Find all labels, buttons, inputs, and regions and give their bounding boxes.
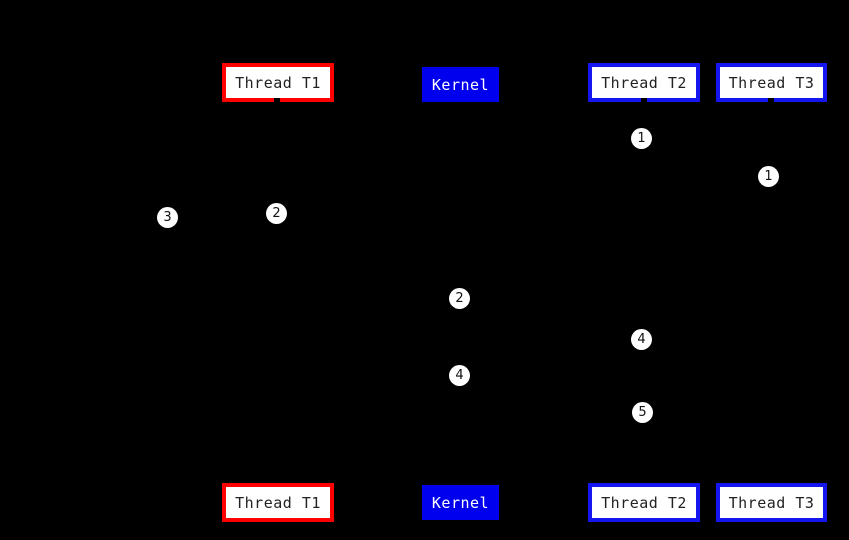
lifeline-label: Thread T2 bbox=[601, 493, 687, 512]
step-marker-value: 3 bbox=[163, 210, 172, 225]
step-marker-3-left: 3 bbox=[157, 207, 178, 228]
step-marker-value: 5 bbox=[638, 405, 647, 420]
step-marker-4-kernel: 4 bbox=[449, 365, 470, 386]
step-marker-2-thread-t1: 2 bbox=[266, 203, 287, 224]
lifeline-foot-thread-t2: Thread T2 bbox=[588, 483, 700, 522]
step-marker-value: 4 bbox=[637, 332, 646, 347]
lifeline-head-thread-t2: Thread T2 bbox=[588, 63, 700, 102]
lifeline-stub bbox=[641, 98, 647, 103]
lifeline-head-kernel: Kernel bbox=[422, 67, 499, 102]
step-marker-1-thread-t3: 1 bbox=[758, 166, 779, 187]
lifeline-label: Thread T3 bbox=[728, 73, 815, 92]
lifeline-foot-thread-t3: Thread T3 bbox=[716, 483, 827, 522]
step-marker-value: 1 bbox=[637, 131, 646, 146]
lifeline-foot-kernel: Kernel bbox=[422, 485, 499, 520]
step-marker-value: 2 bbox=[455, 291, 464, 306]
step-marker-4-thread-t2: 4 bbox=[631, 329, 652, 350]
lifeline-foot-thread-t1: Thread T1 bbox=[222, 483, 334, 522]
lifeline-label: Thread T1 bbox=[235, 493, 321, 512]
lifeline-label: Thread T3 bbox=[728, 493, 815, 512]
lifeline-head-thread-t3: Thread T3 bbox=[716, 63, 827, 102]
step-marker-2-kernel: 2 bbox=[449, 288, 470, 309]
lifeline-label: Thread T1 bbox=[235, 73, 321, 92]
step-marker-value: 4 bbox=[455, 368, 464, 383]
step-marker-1-thread-t2: 1 bbox=[631, 128, 652, 149]
lifeline-label: Thread T2 bbox=[601, 73, 687, 92]
lifeline-label: Kernel bbox=[431, 75, 490, 94]
lifeline-head-thread-t1: Thread T1 bbox=[222, 63, 334, 102]
step-marker-5-thread-t2: 5 bbox=[632, 402, 653, 423]
step-marker-value: 1 bbox=[764, 169, 773, 184]
lifeline-stub bbox=[274, 98, 280, 103]
lifeline-label: Kernel bbox=[431, 493, 490, 512]
lifeline-stub bbox=[768, 98, 774, 103]
step-marker-value: 2 bbox=[272, 206, 281, 221]
